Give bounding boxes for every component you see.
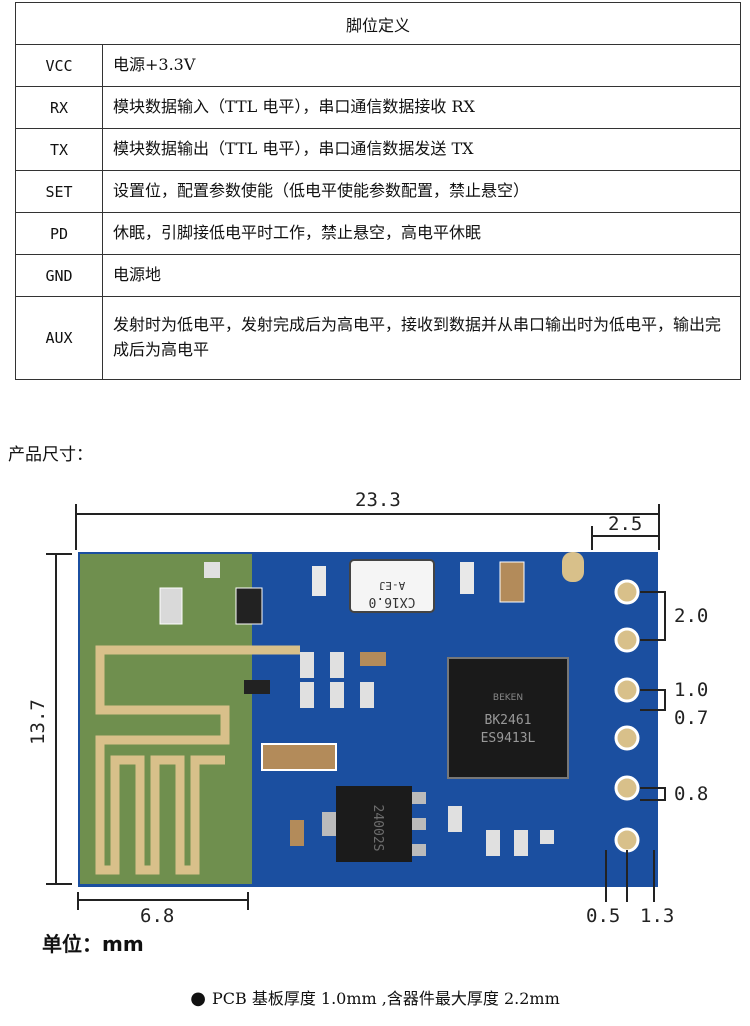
pin-hole (614, 725, 640, 751)
smd-component (514, 830, 528, 856)
pin-name: SET (15, 170, 103, 213)
smd-component (290, 820, 304, 846)
table-row: GND 电源地 (15, 254, 741, 297)
smd-component (261, 743, 337, 771)
dim-pad: 1.0 (674, 679, 708, 701)
smd-component (486, 830, 500, 856)
regulator-ic (336, 786, 412, 862)
pin-name: VCC (15, 44, 103, 87)
crystal (349, 559, 435, 613)
chip-code-label: ES9413L (481, 731, 536, 746)
regulator-label: 24002S (370, 805, 385, 852)
pin-name: TX (15, 128, 103, 171)
pin-name: PD (15, 212, 103, 255)
pin-description: 电源+3.3V (102, 44, 741, 87)
table-row: AUX 发射时为低电平，发射完成后为高电平，接收到数据并从串口输出时为低电平，输… (15, 296, 741, 380)
module-dimension-diagram: A-EJ CX16.0 24002S BEKEN BK2461 ES9413L (27, 489, 708, 925)
footnote-text: PCB 基板厚度 1.0mm ,含器件最大厚度 2.2mm (211, 989, 560, 1008)
pin-description: 休眠，引脚接低电平时工作，禁止悬空，高电平休眠 (102, 212, 741, 255)
main-chip (447, 657, 569, 779)
dim-hole: 0.8 (674, 783, 708, 805)
section-label: 产品尺寸： (8, 445, 93, 465)
dimension-lines (46, 504, 666, 910)
smd-component (300, 652, 314, 678)
table-row: SET 设置位，配置参数使能（低电平使能参数配置，禁止悬空） (15, 170, 741, 213)
dim-pin-edge: 2.5 (608, 513, 642, 535)
pin-name: RX (15, 86, 103, 129)
chip-brand-label: BEKEN (493, 693, 523, 703)
pin-description: 电源地 (102, 254, 741, 297)
dim-height: 13.7 (27, 699, 49, 745)
pin-description: 模块数据输出（TTL 电平），串口通信数据发送 TX (102, 128, 741, 171)
table-row: TX 模块数据输出（TTL 电平），串口通信数据发送 TX (15, 128, 741, 171)
pin-description: 设置位，配置参数使能（低电平使能参数配置，禁止悬空） (102, 170, 741, 213)
smd-component (244, 680, 270, 694)
ic-lead (412, 844, 426, 856)
dim-pin-offset: 0.5 (586, 905, 620, 925)
table-title: 脚位定义 (15, 2, 741, 45)
dim-antenna-width: 6.8 (140, 905, 174, 925)
smd-component (330, 682, 344, 708)
ic-lead (412, 792, 426, 804)
crystal-label: CX16.0 (369, 594, 416, 609)
pin-description: 发射时为低电平，发射完成后为高电平，接收到数据并从串口输出时为低电平，输出完成后… (102, 296, 741, 380)
ic-lead (412, 818, 426, 830)
dim-pitch: 2.0 (674, 605, 708, 627)
table-row: RX 模块数据输入（TTL 电平），串口通信数据接收 RX (15, 86, 741, 129)
smd-component (540, 830, 554, 844)
smd-component (235, 587, 263, 625)
pin-name: GND (15, 254, 103, 297)
smd-component (312, 566, 326, 596)
pin-hole (614, 579, 640, 605)
dim-pin-row: 1.3 (640, 905, 674, 925)
pin-hole (614, 775, 640, 801)
smd-component (300, 682, 314, 708)
smd-component (460, 562, 474, 594)
pin-name: AUX (15, 296, 103, 380)
footnote: ● PCB 基板厚度 1.0mm ,含器件最大厚度 2.2mm (0, 985, 750, 1009)
antenna-trace (95, 645, 240, 875)
smd-component (204, 562, 220, 578)
table-row: VCC 电源+3.3V (15, 44, 741, 87)
chip-model-label: BK2461 (485, 713, 532, 728)
smd-component (360, 682, 374, 708)
smd-component (159, 587, 183, 625)
smd-component (330, 652, 344, 678)
crystal-code-label: A-EJ (379, 579, 406, 592)
unit-label: 单位：mm (42, 932, 144, 956)
dim-gap: 0.7 (674, 707, 708, 729)
bullet-icon: ● (190, 988, 206, 1009)
pin-definition-table: 脚位定义 VCC 电源+3.3V RX 模块数据输入（TTL 电平），串口通信数… (15, 2, 741, 380)
dim-width: 23.3 (355, 489, 401, 511)
pad (562, 552, 584, 582)
smd-component (448, 806, 462, 832)
ic-lead (322, 812, 336, 836)
smd-component (360, 652, 386, 666)
pin-hole (614, 827, 640, 853)
pin-description: 模块数据输入（TTL 电平），串口通信数据接收 RX (102, 86, 741, 129)
smd-component (499, 561, 525, 603)
pin-hole (614, 627, 640, 653)
pin-hole (614, 677, 640, 703)
table-row: PD 休眠，引脚接低电平时工作，禁止悬空，高电平休眠 (15, 212, 741, 255)
